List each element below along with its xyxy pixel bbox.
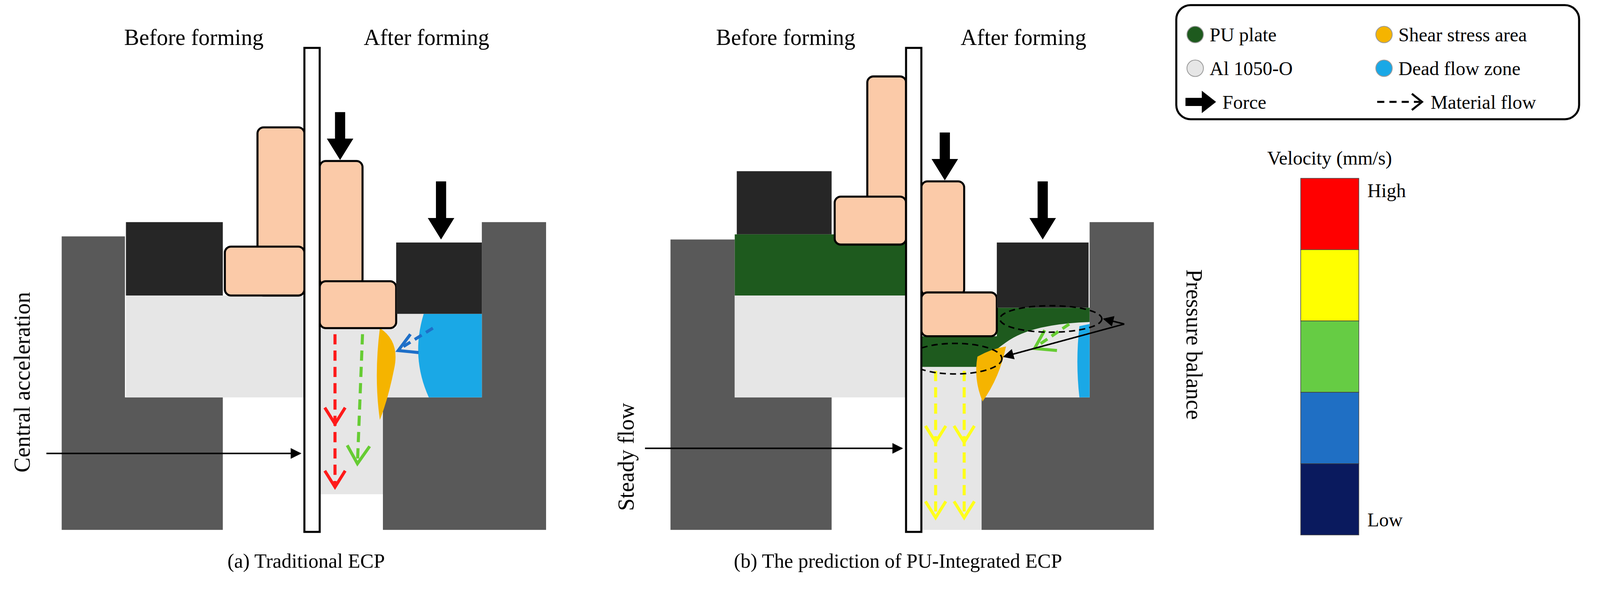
pressure-ellipse <box>999 305 1102 333</box>
bar-tick: Low <box>1367 509 1403 532</box>
panel-heading: Before forming <box>716 25 856 51</box>
legend-text: Shear stress area <box>1398 23 1527 46</box>
legend-item: PU plate <box>1186 23 1277 46</box>
divider <box>906 47 922 533</box>
force-arrow <box>931 132 958 181</box>
bar-tick: High <box>1367 180 1406 202</box>
holder-block <box>396 242 482 315</box>
panel-heading: After forming <box>960 25 1087 51</box>
flow-arrow <box>347 445 370 465</box>
leader-line <box>1004 324 1125 357</box>
flow-arrow <box>398 334 419 353</box>
force-arrow <box>427 181 455 240</box>
shear-area <box>376 328 396 420</box>
legend-swatch <box>1186 26 1204 44</box>
color-bar <box>1300 178 1359 536</box>
punch <box>921 181 965 296</box>
legend-item: Material flow <box>1430 90 1537 113</box>
divider <box>304 47 320 533</box>
force-arrow <box>326 112 354 160</box>
legend-swatch <box>1375 26 1393 44</box>
flow-arrow <box>324 407 346 425</box>
flow-arrow <box>400 328 433 349</box>
force-arrow <box>1029 181 1056 240</box>
side-label: Pressure balance <box>1181 269 1207 421</box>
legend-text: Force <box>1222 90 1267 113</box>
legend-frame <box>1176 5 1579 120</box>
flow-arrow <box>357 334 363 464</box>
side-label: Central acceleration <box>10 292 35 473</box>
legend-swatch <box>1375 59 1393 78</box>
legend-sample <box>1411 93 1422 111</box>
holder-block <box>736 171 832 235</box>
flow-arrow <box>324 471 346 488</box>
legend-text: Al 1050-O <box>1209 57 1293 80</box>
leader-line <box>46 452 301 455</box>
legend-text: Dead flow zone <box>1398 57 1521 80</box>
legend-text: Material flow <box>1430 90 1537 113</box>
flow-arrow <box>925 501 946 519</box>
caption: (b) The prediction of PU-Integrated ECP <box>733 550 1062 573</box>
caption: (a) Traditional ECP <box>227 550 385 573</box>
holder-block <box>996 242 1089 308</box>
flow-arrow <box>953 501 975 519</box>
legend-item: Dead flow zone <box>1375 57 1521 80</box>
shear-area <box>975 346 1006 402</box>
panel-heading: Before forming <box>124 25 264 51</box>
billet <box>734 295 907 398</box>
punch <box>225 246 305 296</box>
legend-item: Shear stress area <box>1375 23 1527 46</box>
holder-block <box>125 222 223 296</box>
panel-b <box>644 47 1154 533</box>
legend-item: Al 1050-O <box>1186 57 1293 80</box>
punch <box>319 161 363 286</box>
punch <box>921 292 997 337</box>
punch <box>867 76 907 204</box>
billet <box>319 314 483 495</box>
dead-zone <box>418 314 482 398</box>
panel-a <box>46 47 547 533</box>
bar-title: Velocity (mm/s) <box>1267 147 1393 169</box>
side-label: Steady flow <box>613 403 639 512</box>
punch <box>834 196 907 245</box>
billet <box>125 295 305 398</box>
flow-arrow <box>925 426 946 443</box>
leader-line <box>644 448 903 450</box>
legend-text: PU plate <box>1209 23 1277 46</box>
flow-arrow <box>953 426 975 443</box>
leader-line <box>1103 319 1125 325</box>
flow-arrow <box>333 334 337 488</box>
panel-heading: After forming <box>363 25 490 51</box>
legend-sample <box>1185 90 1216 114</box>
legend-swatch <box>1186 59 1204 78</box>
legend-sample <box>1376 100 1420 103</box>
legend-item: Force <box>1222 90 1267 113</box>
punch <box>319 281 397 329</box>
